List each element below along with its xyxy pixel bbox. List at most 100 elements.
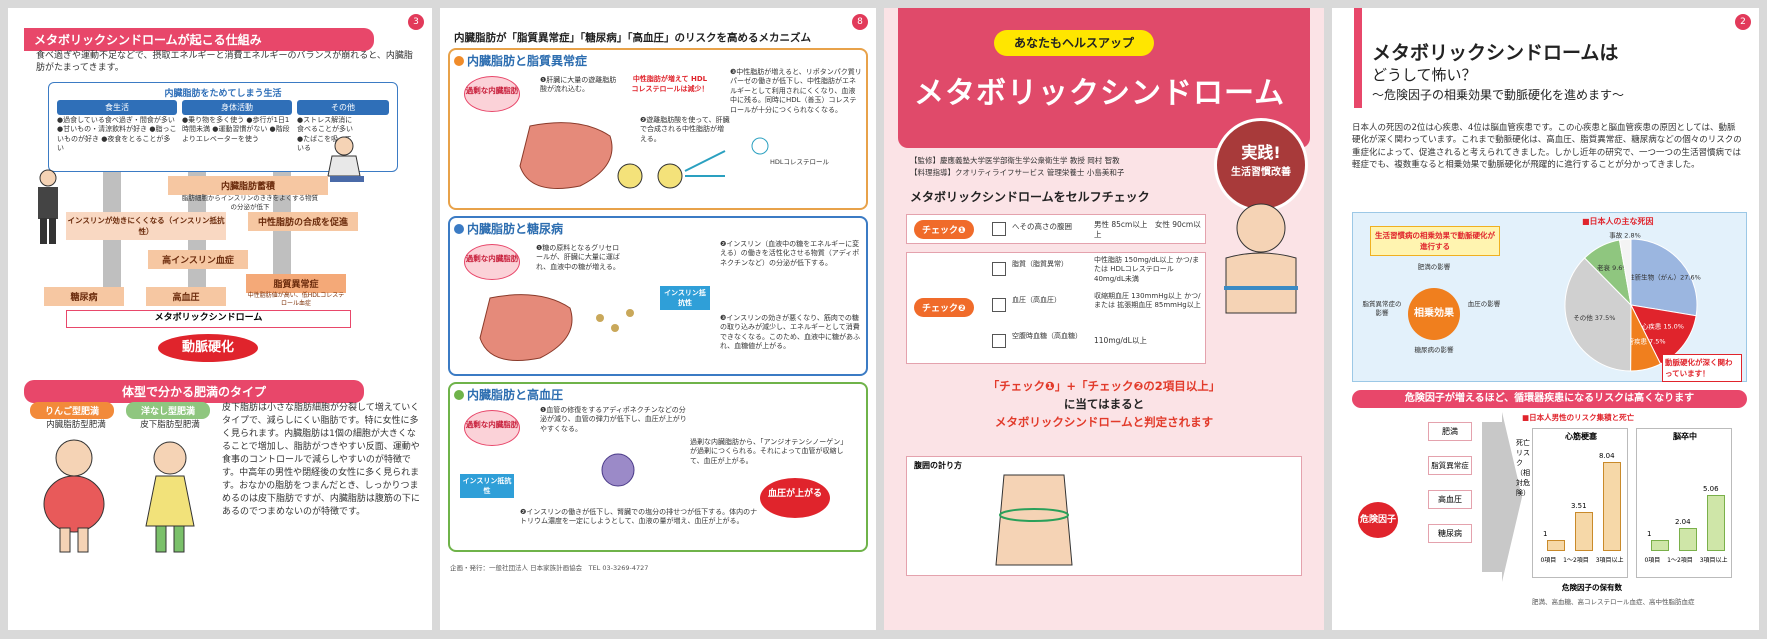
- seal-line1: 実践!: [1241, 143, 1281, 162]
- hyperinsulin-box: 高インスリン血症: [148, 250, 248, 269]
- sitting-man-icon: [327, 136, 364, 182]
- page8-footer: 企画・発行：一般社団法人 日本家族計画協会 TEL 03-3269-4727: [450, 564, 649, 572]
- risk-chart-title: ■日本人男性のリスク集積と死亡: [1522, 413, 1635, 422]
- section-diabetes-label: 内臓脂肪と糖尿病: [467, 222, 564, 236]
- section-lipid-label: 内臓脂肪と脂質異常症: [467, 54, 588, 68]
- page2-title1: メタボリックシンドロームは: [1372, 42, 1619, 64]
- types-title: 体型で分かる肥満のタイプ: [24, 380, 364, 403]
- section-diabetes: [448, 216, 868, 376]
- section-lipid: [448, 48, 868, 210]
- bp-step-angio: 過剰な内臓脂肪から、「アンジオテンシノーゲン」が過剰につくられる。それによって血…: [690, 438, 848, 465]
- check2-bp-value: 収縮期血圧 130mmHg以上 かつ/または 拡張期血圧 85mmHg以上: [1094, 292, 1201, 310]
- liver-lipid-diagram: [519, 122, 769, 189]
- chart-bar: [1547, 539, 1565, 551]
- angiotensinogen-icon: [601, 453, 635, 487]
- dyslipidemia-sub: 中性脂肪値が高い、低HDLコレステロール血症: [247, 292, 345, 308]
- risk-factor-badge: 危険因子: [1358, 502, 1398, 538]
- big-gray-arrow: [1482, 412, 1522, 582]
- page-2: 2 メタボリックシンドロームは どうして怖い？ 〜危険因子の相乗効果で動脈硬化を…: [1332, 8, 1759, 630]
- pie-callout: 動脈硬化が深く関わっています！: [1662, 354, 1742, 382]
- dyslipidemia-box: 脂質異常症: [246, 274, 346, 293]
- pear-sub: 皮下脂肪型肥満: [140, 420, 200, 430]
- pie-label: 脳血管疾患 7.5%: [1614, 337, 1665, 346]
- chart-bar: [1575, 512, 1593, 551]
- metabo-box: メタボリックシンドローム: [66, 310, 351, 328]
- check1-pill: チェック❶: [914, 220, 974, 239]
- lipid-step3: ❸中性脂肪が増えると、リポタンパク質リパーゼの働きが低下し、中性脂肪がエネルギー…: [730, 68, 862, 114]
- col-text-food: ●過食している食べ過ぎ・間食が多い ●甘いもの・清涼飲料が好き ●脂っこいものが…: [57, 116, 177, 153]
- bar-value-label: 5.06: [1703, 484, 1719, 493]
- synergy-item-lipid: 脂質異常症の影響: [1362, 300, 1402, 317]
- visceral-fat-label: 過剰な内臓脂肪: [464, 76, 520, 112]
- stroke-chart-title: 脳卒中: [1673, 432, 1697, 441]
- synergy-center: 相乗効果: [1408, 288, 1460, 340]
- title-accent-bar: [1354, 8, 1362, 108]
- x-tick: 3項目以上: [1595, 557, 1624, 564]
- page2-title2: どうして怖い？: [1372, 66, 1477, 84]
- types-text: 皮下脂肪は小さな脂肪細胞が分裂して増えていくタイプで、減らしにくい脂肪です。特に…: [222, 403, 420, 518]
- flow-arrow: [273, 172, 291, 292]
- mechanism-heading: 内臓脂肪が「脂質異常症」「糖尿病」「高血圧」のリスクを高めるメカニズム: [454, 32, 811, 44]
- synergy-item-dm: 糖尿病の影響: [1414, 346, 1454, 354]
- hypertension-box: 高血圧: [146, 287, 226, 306]
- neutral-fat-box: 中性脂肪の合成を促進: [248, 212, 358, 231]
- synergy-item-bp: 血圧の影響: [1467, 300, 1501, 308]
- risk-item-obesity: 肥満: [1428, 422, 1472, 441]
- diabetes-step1: ❶糖の原料となるグリセロールが、肝臓に大量に運ばれ、血液中の糖が増える。: [536, 244, 620, 271]
- x-tick: 1〜2項目: [1667, 557, 1693, 564]
- bar-value-label: 1: [1543, 529, 1548, 538]
- check1-checkbox[interactable]: [992, 222, 1006, 236]
- risk-item-lipid: 脂質異常症: [1428, 456, 1472, 475]
- bar-value-label: 3.51: [1571, 502, 1587, 510]
- lifestyle-title: 内臓脂肪をためてしまう生活: [164, 89, 282, 99]
- author: 【料理指導】クオリティライフサービス 管理栄養士 小島美和子: [910, 168, 1125, 177]
- diabetes-step2: ❷インスリン（血液中の糖をエネルギーに変える）の働きを活性化させる物質（アディポ…: [720, 240, 860, 267]
- section-hypertension-label: 内臓脂肪と高血圧: [467, 388, 564, 402]
- mi-chart-title: 心筋梗塞: [1565, 432, 1597, 441]
- waist-diagram: [995, 474, 1073, 566]
- intro-text: 食べ過ぎや運動不足などで、摂取エネルギーと消費エネルギーのバランスが崩れると、内…: [36, 51, 413, 74]
- pear-body-figure: [145, 441, 195, 553]
- practice-seal: 実践! 生活習慣改善: [1214, 118, 1308, 212]
- pie-slice: [1618, 238, 1632, 306]
- pie-label: その他 37.5%: [1573, 313, 1615, 322]
- rule-line2: に当てはまると: [1063, 397, 1145, 411]
- x-tick: 3項目以上: [1699, 557, 1728, 564]
- measure-box: [906, 456, 1302, 576]
- page-number: 8: [852, 14, 868, 30]
- stroke-x-axis: 0項目 1〜2項目 3項目以上: [1641, 555, 1731, 564]
- x-tick: 0項目: [1540, 557, 1557, 564]
- chart-bar: [1603, 461, 1621, 551]
- page-number: 2: [1735, 14, 1751, 30]
- boy-measuring-icon: [1224, 203, 1298, 314]
- cover-title: メタボリックシンドローム: [914, 76, 1286, 111]
- visceral-fat-label-2: 過剰な内臓脂肪: [464, 244, 520, 280]
- check2-glucose-checkbox[interactable]: [992, 334, 1006, 348]
- check2-lipid-checkbox[interactable]: [992, 262, 1006, 276]
- insulin-resistance-tag: インスリン抵抗性: [660, 286, 710, 310]
- check2-glucose-name: 空腹時血糖（高血糖）: [1012, 332, 1082, 340]
- insulin-resistance-box: インスリンが効きにくくなる（インスリン抵抗性）: [66, 212, 226, 240]
- check1-value: 男性 85cm以上 女性 90cm以上: [1094, 220, 1201, 240]
- section-title: メタボリックシンドロームが起こる仕組み: [24, 28, 374, 51]
- cover-badge: あなたもヘルスアップ: [994, 30, 1154, 56]
- page-3: 3 メタボリックシンドロームが起こる仕組み 食べ過ぎや運動不足などで、摂取エネル…: [8, 8, 432, 630]
- col-text-activity: ●乗り物を多く使う ●歩行が1日1時間未満 ●運動習慣がない ●階段よりエレベー…: [182, 116, 290, 143]
- x-tick: 1〜2項目: [1563, 557, 1589, 564]
- bar-value-label: 1: [1647, 529, 1652, 538]
- x-tick: 0項目: [1644, 557, 1661, 564]
- check1-item: へその高さの腹囲: [1012, 222, 1072, 231]
- risk-ylabel: 死亡リスク（相対危険）: [1516, 439, 1530, 497]
- measure-title: 腹囲の計り方: [914, 461, 962, 470]
- lipid-red-note: 中性脂肪が増えて HDLコレステロールは減少！: [631, 75, 709, 93]
- risk-source: 肥満、高血糖、高コレステロール血症、高中性脂肪血症: [1532, 598, 1695, 606]
- check2-bp-checkbox[interactable]: [992, 298, 1006, 312]
- rule-line1: 「チェック❶」+「チェック❷の2項目以上」: [987, 379, 1221, 393]
- page-number: 3: [408, 14, 424, 30]
- pie-slice: [1564, 257, 1632, 372]
- pie-label: 悪性新生物（がん）27.6%: [1622, 272, 1701, 281]
- bp-rises-burst: 血圧が上がる: [760, 478, 830, 518]
- pie-label: 事故 2.8%: [1609, 230, 1641, 239]
